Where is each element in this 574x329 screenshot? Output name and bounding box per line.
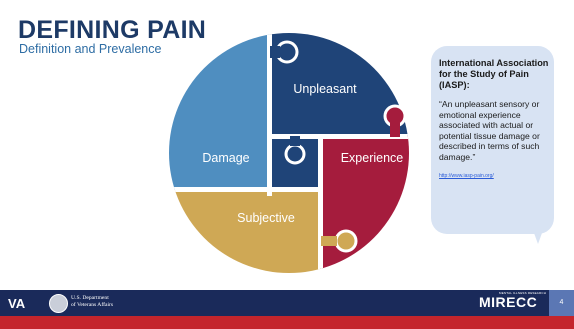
department-name: U.S. Department of Veterans Affairs (71, 295, 114, 308)
slide-title: DEFINING PAIN (18, 16, 207, 44)
puzzle-label-experience: Experience (341, 151, 404, 165)
definition-callout (431, 46, 554, 234)
puzzle-label-subjective: Subjective (237, 211, 295, 225)
callout-title: International Association for the Study … (439, 58, 549, 90)
footer-bar (0, 290, 574, 316)
callout-content: International Association for the Study … (439, 58, 551, 181)
mirecc-logo: MIRECC (479, 294, 538, 310)
puzzle-label-unpleasant: Unpleasant (293, 82, 357, 96)
page-number: 4 (549, 290, 574, 316)
iasp-link[interactable]: http://www.iasp-pain.org/ (439, 172, 494, 179)
puzzle-label-damage: Damage (202, 151, 249, 165)
callout-tail (530, 222, 546, 244)
puzzle-piece-subjective (169, 190, 320, 273)
mirecc-subtitle: MENTAL ILLNESS RESEARCH (499, 291, 547, 295)
slide-subtitle: Definition and Prevalence (19, 42, 162, 56)
knob-subjective (334, 229, 358, 253)
callout-quote: “An unpleasant sensory or emotional expe… (439, 99, 540, 162)
knob-center (284, 143, 306, 165)
va-logo: VA (8, 296, 26, 311)
va-seal-icon (49, 294, 68, 313)
footer-stripe (0, 316, 574, 329)
